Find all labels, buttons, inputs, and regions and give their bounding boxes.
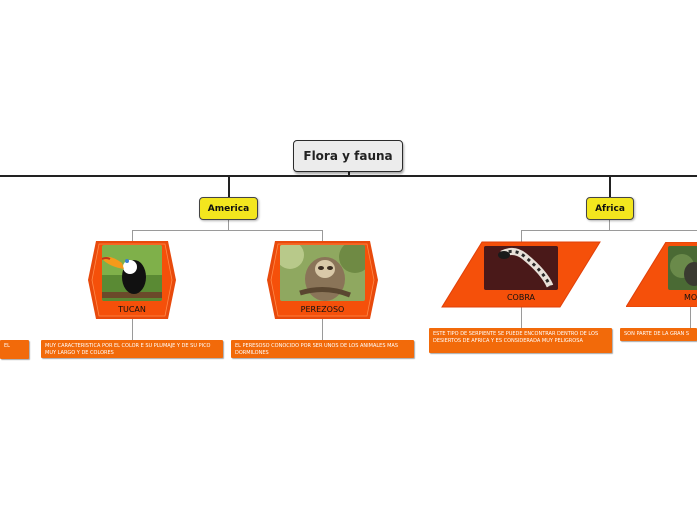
left-fragment-text: EL xyxy=(4,343,10,349)
mo-photo xyxy=(668,246,697,290)
tucan-description: MUY CARACTERISTICA POR EL COLOR E SU PLU… xyxy=(41,340,223,358)
perezoso-description: EL PERESOSO CONOCIDO POR SER UNOS DE LOS… xyxy=(231,340,414,358)
america-stem xyxy=(228,219,229,231)
africa-connector xyxy=(609,175,611,197)
perezoso-stem xyxy=(322,230,323,243)
perezoso-desc-stem xyxy=(322,318,323,340)
cobra-desc-stem xyxy=(521,306,522,328)
node-perezoso-label: PEREZOSO xyxy=(300,305,345,314)
node-perezoso[interactable]: PEREZOSO xyxy=(267,241,378,319)
node-mo-label: MO xyxy=(684,293,697,302)
tucan-photo xyxy=(102,245,162,301)
africa-stem xyxy=(609,219,610,231)
tucan-stem xyxy=(132,230,133,243)
cobra-photo xyxy=(484,246,558,290)
cobra-description: ESTE TIPO DE SERPIENTE SE PUEDE ENCONTRA… xyxy=(429,328,612,353)
category-africa[interactable]: Africa xyxy=(586,197,634,220)
root-connector xyxy=(348,170,350,176)
node-cobra-label: COBRA xyxy=(506,293,536,302)
mo-desc-stem xyxy=(690,306,691,328)
mo-description: SON PARTE DE LA GRAN S xyxy=(620,328,697,341)
category-america[interactable]: America xyxy=(199,197,258,220)
tucan-desc-stem xyxy=(132,318,133,340)
america-branch-line xyxy=(132,230,323,231)
left-fragment-desc: EL xyxy=(0,340,29,359)
node-mo[interactable]: MO xyxy=(626,242,697,307)
node-cobra[interactable]: COBRA xyxy=(441,241,601,308)
node-tucan[interactable]: TUCAN xyxy=(88,241,176,319)
africa-branch-line xyxy=(521,230,697,231)
root-topic[interactable]: Flora y fauna xyxy=(293,140,403,172)
node-tucan-label: TUCAN xyxy=(118,305,146,314)
mo-description-text: SON PARTE DE LA GRAN S xyxy=(624,331,690,337)
america-connector xyxy=(228,175,230,197)
cobra-stem xyxy=(521,230,522,243)
main-horizontal-line xyxy=(0,175,697,177)
perezoso-photo xyxy=(280,245,365,301)
